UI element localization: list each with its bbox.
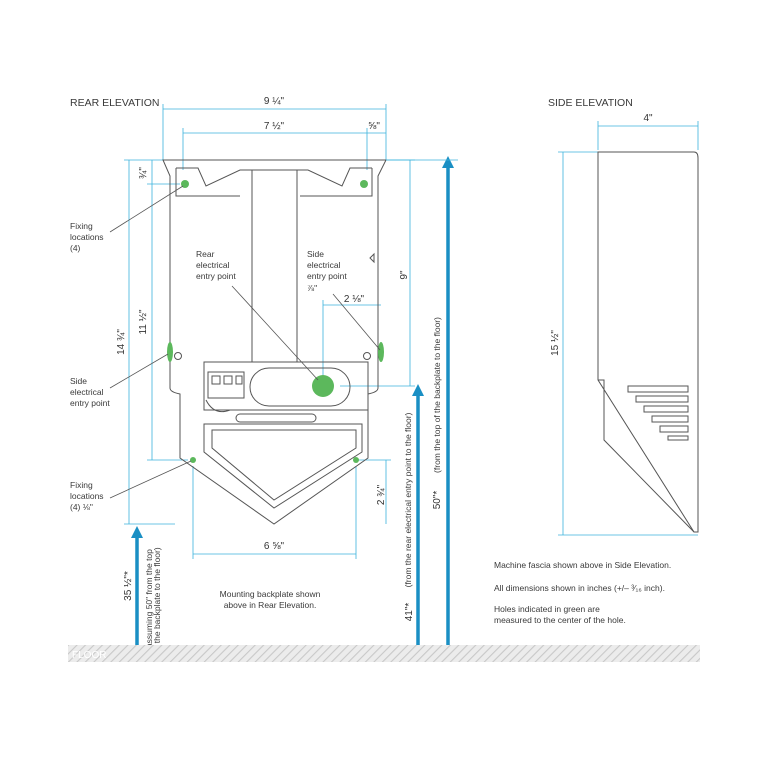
label-side-entry-left-1: Side	[70, 376, 87, 386]
h41-value: 41"*	[404, 603, 415, 622]
rear-entry-hole	[312, 375, 334, 397]
backplate	[162, 159, 387, 525]
dim-hole-spacing: 11 ½"	[138, 309, 149, 334]
h50-value: 50"*	[432, 491, 443, 510]
side-dimensions: 4" 15 ½"	[550, 113, 699, 536]
dim-height-total: 14 ¾"	[116, 329, 127, 355]
label-side-entry-right-2: electrical	[307, 260, 341, 270]
label-fixing-top-1: Fixing	[70, 221, 93, 231]
label-fixing-bottom-1: Fixing	[70, 480, 93, 490]
note-holes-1: Holes indicated in green are	[494, 604, 600, 614]
label-side-hole-dim: ⅞"	[307, 283, 317, 293]
dim-edge: ⅝"	[368, 121, 380, 132]
dim-side-height: 15 ½"	[550, 330, 561, 356]
rear-elevation-title: REAR ELEVATION	[70, 97, 159, 109]
height-arrow-35: 35 ½"* (assuming 50" from the top of the…	[123, 526, 162, 653]
leaders	[109, 185, 381, 499]
label-rear-entry-2: electrical	[196, 260, 230, 270]
h35-value: 35 ½"*	[123, 571, 134, 601]
note-backplate-2: above in Rear Elevation.	[224, 600, 317, 610]
label-rear-entry-3: entry point	[196, 271, 236, 281]
dim-width-total: 9 ¼"	[264, 95, 285, 107]
rear-left-dimensions: 14 ¾" ¾" 11 ½"	[116, 159, 188, 525]
dim-bottom-height: 2 ¾"	[376, 484, 387, 505]
label-side-entry-left-3: entry point	[70, 398, 110, 408]
note-dimensions: All dimensions shown in inches (+/– ³⁄₁₆…	[494, 583, 665, 593]
h41-note: (from the rear electrical entry point to…	[403, 412, 413, 587]
rear-width-dimensions: 9 ¼" 7 ½" ⅝"	[162, 95, 387, 170]
label-fixing-bottom-3: (4) ⅛"	[70, 502, 93, 512]
h50-note: (from the top of the backplate to the fl…	[432, 317, 442, 473]
note-fascia: Machine fascia shown above in Side Eleva…	[494, 560, 671, 570]
dim-top-hole: ¾"	[138, 167, 149, 179]
fixing-hole-bottom-right	[353, 457, 359, 463]
floor-label: FLOOR	[72, 650, 106, 661]
dim-width-inner: 7 ½"	[264, 121, 285, 132]
fixing-hole-bottom-left	[190, 457, 196, 463]
label-rear-entry-1: Rear	[196, 249, 215, 259]
label-side-entry-right-3: entry point	[307, 271, 347, 281]
height-arrow-50: 50"* (from the top of the backplate to t…	[386, 156, 458, 645]
side-entry-right-hole	[378, 342, 384, 362]
label-fixing-bottom-2: locations	[70, 491, 104, 501]
side-fascia	[597, 151, 699, 533]
height-arrow-41: 41"* (from the rear electrical entry poi…	[403, 384, 424, 645]
floor: FLOOR	[68, 645, 700, 662]
note-backplate-1: Mounting backplate shown	[220, 589, 321, 599]
side-elevation-title: SIDE ELEVATION	[548, 97, 633, 109]
side-vents	[627, 385, 689, 441]
h35-note-1: (assuming 50" from the top	[144, 549, 154, 651]
rear-bottom-dimension: 6 ⅝"	[192, 466, 357, 559]
dim-side-depth: 4"	[643, 113, 653, 124]
rear-right-dimensions: 9" 2 ⅛" 2 ¾"	[322, 159, 415, 524]
dim-bottom-width: 6 ⅝"	[264, 541, 285, 552]
label-fixing-top-3: (4)	[70, 243, 81, 253]
h35-note-2: of the backplate to the floor)	[152, 547, 162, 653]
note-holes-2: measured to the center of the hole.	[494, 615, 626, 625]
fixing-holes	[167, 180, 384, 463]
label-fixing-top-2: locations	[70, 232, 104, 242]
dim-side-entry: 9"	[399, 270, 410, 280]
side-entry-left-hole	[167, 342, 173, 362]
dim-side-offset: 2 ⅛"	[344, 294, 365, 305]
fixing-hole-top-right	[360, 180, 368, 188]
label-side-entry-right-1: Side	[307, 249, 324, 259]
label-side-entry-left-2: electrical	[70, 387, 104, 397]
